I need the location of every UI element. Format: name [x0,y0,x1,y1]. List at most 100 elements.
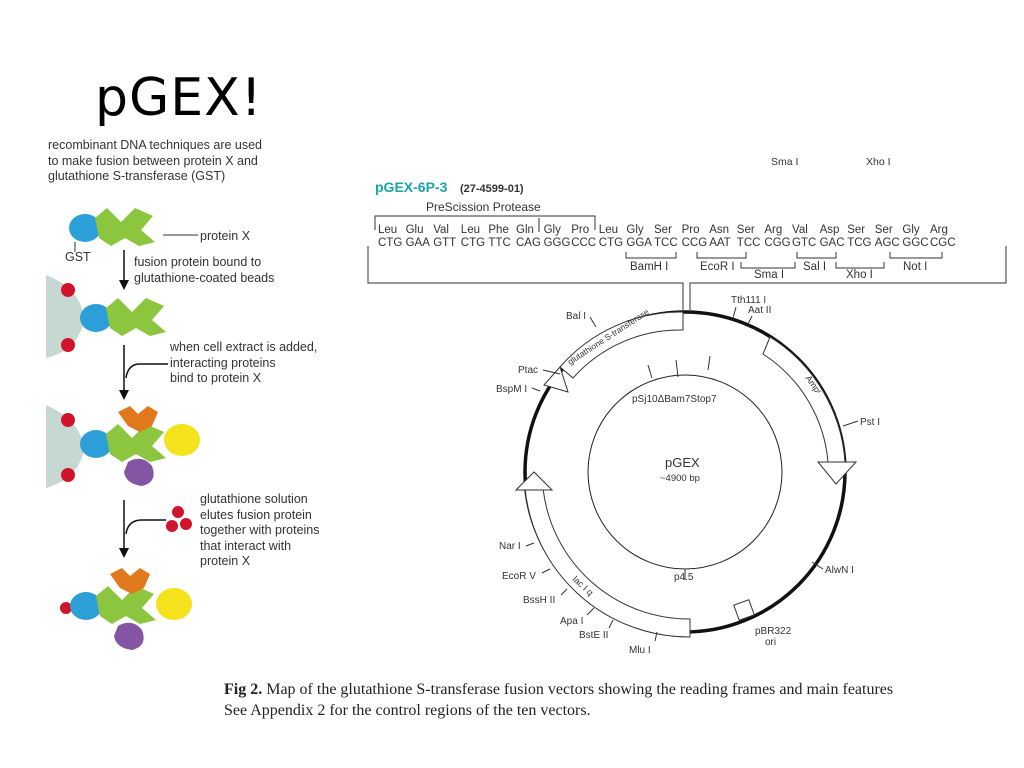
amino-acid: Phe [488,224,508,236]
step3-line: that interact with [200,538,292,553]
intro-line: glutathione S-transferase (GST) [48,169,226,183]
site-label: EcoR I [700,261,735,273]
codon: CAG [516,237,541,249]
site-psti: Pst I [860,417,880,428]
codon: GGC [902,237,928,249]
codon: GGA [626,237,652,249]
amino-acid: Asp [820,224,840,236]
protease-label: PreScission Protease [426,200,541,214]
inner-ticks [647,355,711,580]
codon: GTC [792,237,816,249]
amino-acid: Gly [902,224,920,236]
plasmid-size: ~4900 bp [660,473,700,484]
site-nari: Nar I [499,541,521,552]
caption-line1: Map of the glutathione S-transferase fus… [262,681,894,698]
caption-line2: See Appendix 2 for the control regions o… [224,702,591,719]
intro-text: recombinant DNA techniques are used to m… [48,138,262,185]
bead-complex [46,405,200,488]
step-arrow-head [119,390,129,400]
codon: CTG [378,237,402,249]
input-arrow [125,363,168,379]
laciq-feature [524,487,691,638]
amino-acid: Gly [544,224,562,236]
site-label: Sma I [754,269,784,281]
site-apai: Apa I [560,616,583,627]
step-arrow-head [119,280,129,290]
amino-acid: Ser [875,224,893,236]
amino-acid: Asn [709,224,729,236]
amino-acid: Val [792,224,808,236]
codon: CGC [930,237,956,249]
amino-acid: Leu [599,224,618,236]
amino-acid: Ser [737,224,755,236]
codon: CTG [599,237,623,249]
fusion-protein-free [69,208,155,246]
codon: CGG [764,237,790,249]
amino-acid: Leu [461,224,480,236]
step3-line: together with proteins [200,523,320,537]
amp-feature [762,336,846,463]
codon: TCG [847,237,871,249]
codon: AGC [875,237,900,249]
figure-caption: Fig 2. Map of the glutathione S-transfer… [224,679,1024,721]
eluted-complex [60,568,192,650]
amino-acid: Pro [682,224,700,236]
intro-line: recombinant DNA techniques are used [48,138,263,152]
step2-text: when cell extract is added, interacting … [170,340,317,387]
protein-x-label: protein X [200,229,251,243]
inner-label: pSj10ΔBam7Stop7 [632,394,717,405]
ori-label-1: pBR322 [755,626,792,637]
amp-feature-head [816,461,858,485]
step2-line: when cell extract is added, [170,340,318,354]
site-alwni: AlwN I [825,565,854,576]
site-bsshii: BssH II [523,595,555,606]
ori-label-2: ori [765,637,776,648]
glutathione-dots [166,506,192,532]
step3-text: glutathione solution elutes fusion prote… [200,492,320,570]
amino-acid: Gly [626,224,644,236]
amino-acid: Arg [930,224,948,236]
site-label: Xho I [846,269,873,281]
intro-line: to make fusion between protein X and [48,153,258,168]
step2-line: bind to protein X [170,371,262,385]
insert-bracket [367,246,1007,310]
codon: TCC [654,237,678,249]
slide-title: pGEX! [95,68,263,128]
caption-lead: Fig 2. [224,681,263,698]
amino-acid: Val [433,224,449,236]
vector-name: pGEX-6P-3 [375,179,448,195]
codon: GGG [544,237,571,249]
codon: AAT [709,237,731,249]
plasmid-site-ticks [525,306,859,642]
gst-feature-head [543,366,569,393]
site-brackets [625,252,943,269]
step1-line: glutathione-coated beads [134,270,275,285]
codon: CTG [461,237,485,249]
step2-line: interacting proteins [170,355,276,370]
vector-catalog: (27-4599-01) [460,183,524,195]
ptac-label: Ptac [518,365,538,376]
protease-bracket [374,215,596,230]
gst-feature [559,311,684,379]
p45-label: p4.5 [674,572,694,583]
site-bspmi: BspM I [496,384,527,395]
site-mlui: Mlu I [629,645,651,656]
step-arrow-head [119,548,129,558]
amino-acid: Ser [847,224,865,236]
amino-acid: Glu [406,224,424,236]
site-aatii: Aat II [748,305,771,316]
site-ecorv: EcoR V [502,571,536,582]
plasmid-sites: Tth111 I Aat II Pst I AlwN I Mlu I BstE … [496,295,880,656]
step3-line: elutes fusion protein [200,507,312,522]
codon: CCC [571,237,596,249]
site-label: BamH I [630,261,668,273]
cut-top-label: Xho I [866,156,891,168]
site-label: Not I [903,261,927,273]
site-bali: Bal I [566,311,586,322]
amino-acid: Arg [764,224,782,236]
step3-line: protein X [200,554,251,568]
amino-acid: Pro [571,224,589,236]
amino-acid: Leu [378,224,397,236]
